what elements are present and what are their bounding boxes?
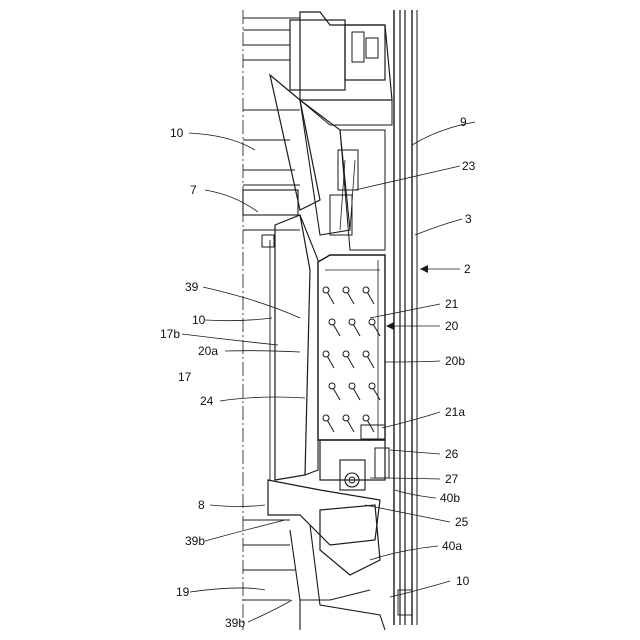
tube-head: [363, 287, 369, 293]
label-23: 23: [462, 159, 476, 173]
top-housing: [243, 12, 392, 125]
tube-head: [343, 287, 349, 293]
tube-head: [323, 351, 329, 357]
tube-array-21: [323, 287, 380, 432]
label-8: 8: [198, 498, 205, 512]
tube-head: [349, 319, 355, 325]
heat-exchanger-20: [318, 255, 385, 440]
inner-wall-39: [270, 215, 318, 480]
label-26: 26: [445, 447, 459, 461]
outer-wall-panel: [394, 10, 417, 625]
label-10-bot: 10: [456, 574, 470, 588]
arrow-20: [386, 322, 394, 330]
label-7: 7: [190, 183, 197, 197]
label-10-mid: 10: [192, 313, 206, 327]
tube-head: [369, 319, 375, 325]
label-17: 17: [178, 370, 192, 384]
upper-cover: [243, 75, 385, 250]
tube-head: [323, 415, 329, 421]
label-3: 3: [465, 212, 472, 226]
label-10-top: 10: [170, 126, 184, 140]
label-20b: 20b: [445, 354, 465, 368]
label-2: 2: [464, 262, 471, 276]
tube-head: [329, 319, 335, 325]
label-19: 19: [176, 585, 190, 599]
label-40b: 40b: [440, 491, 460, 505]
label-27: 27: [445, 472, 459, 486]
label-20a: 20a: [198, 344, 218, 358]
label-9: 9: [460, 115, 467, 129]
leader-lines: [182, 122, 475, 622]
label-39b-mid: 39b: [185, 534, 205, 548]
label-21a: 21a: [445, 405, 465, 419]
lower-block-24: [320, 425, 389, 490]
tube-head: [343, 415, 349, 421]
tube-head: [363, 415, 369, 421]
arrow-2: [420, 265, 428, 273]
tube-head: [369, 383, 375, 389]
label-17b: 17b: [160, 327, 180, 341]
label-25: 25: [455, 515, 469, 529]
label-20: 20: [445, 319, 459, 333]
tube-head: [329, 383, 335, 389]
label-40a: 40a: [442, 539, 462, 553]
tube-head: [323, 287, 329, 293]
label-24: 24: [200, 394, 214, 408]
label-39: 39: [185, 280, 199, 294]
sensor-unit: [330, 150, 358, 235]
label-39b-bot: 39b: [225, 616, 245, 630]
tube-head: [349, 383, 355, 389]
tube-head: [343, 351, 349, 357]
label-21: 21: [445, 297, 459, 311]
tube-head: [363, 351, 369, 357]
